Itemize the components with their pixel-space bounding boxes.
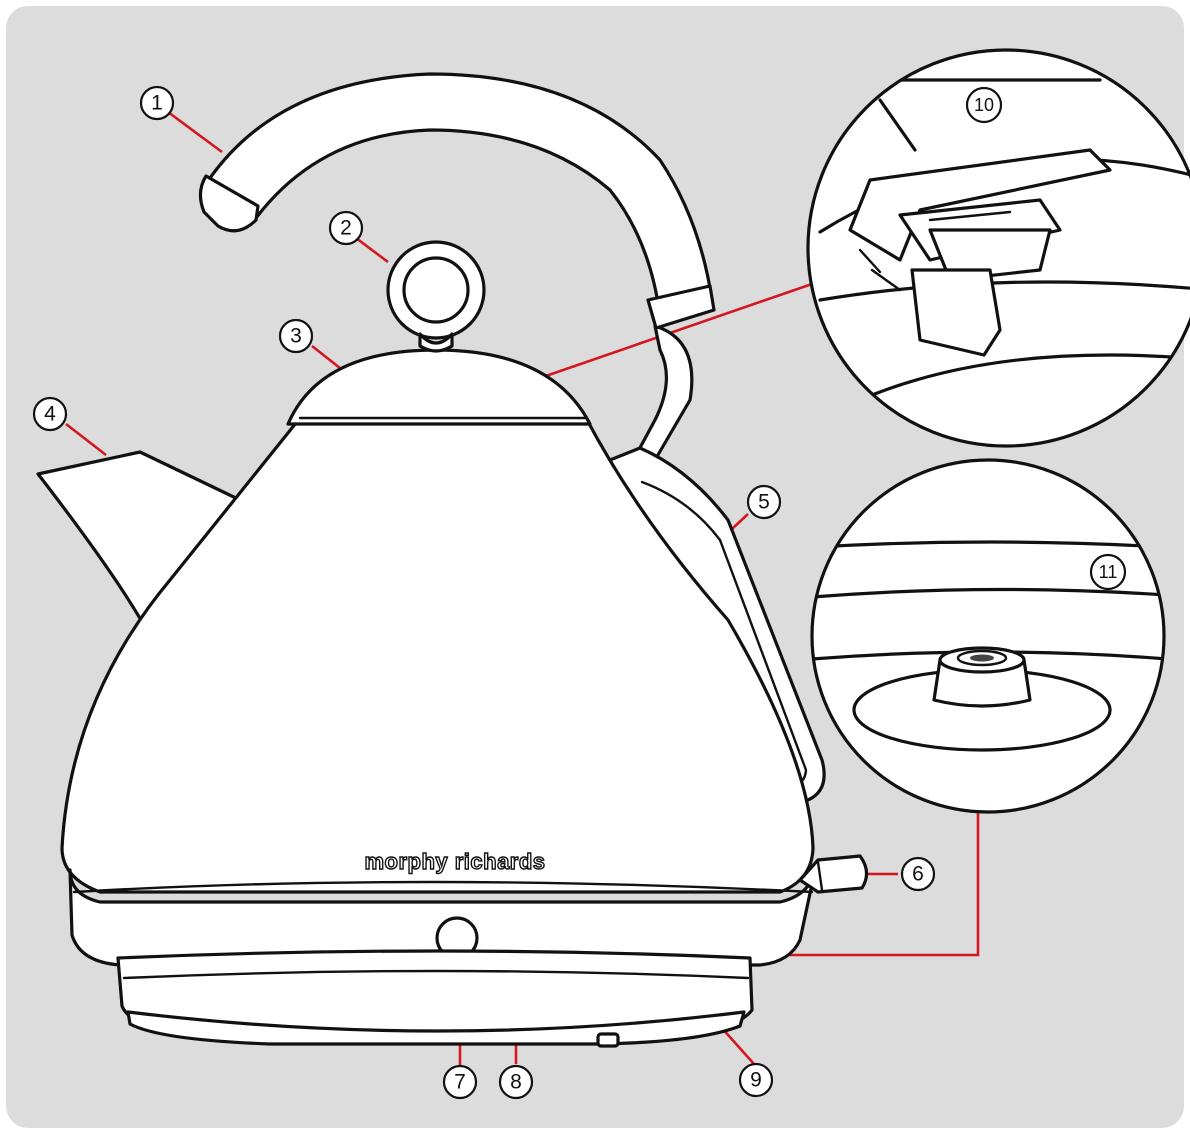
callout-7: 7 [442,1064,478,1100]
base-foot [596,1032,620,1048]
handle-cap [646,284,716,330]
inset-11-circle [810,458,1166,814]
inset-lid-hinge [806,48,1190,448]
svg-text:1: 1 [151,92,163,115]
body [60,416,815,894]
leader-1 [167,110,223,154]
svg-text:8: 8 [510,1071,522,1094]
svg-text:7: 7 [454,1071,466,1094]
kettle: morphy richards [36,72,869,1048]
callout-3: 3 [278,318,314,354]
lid-knob-stem [418,332,454,353]
base-ring-line [122,969,750,980]
inset-base-connector [810,458,1166,814]
svg-text:9: 9 [750,1069,762,1092]
callout-2: 2 [328,210,364,246]
switch-tab [798,854,869,894]
svg-text:2: 2 [340,217,352,240]
callout-1: 1 [139,85,175,121]
callouts: 1 2 3 4 5 6 7 8 9 10 11 [32,85,1127,1100]
svg-text:5: 5 [758,491,770,514]
lid-knob-inner [402,256,470,324]
callout-9: 9 [738,1062,774,1098]
leader-4 [65,422,107,457]
callout-8: 8 [498,1064,534,1100]
callout-4: 4 [32,396,68,432]
brand-logo: morphy richards [364,849,545,874]
lower-band [68,868,817,967]
leader-10 [539,282,813,380]
leader-11 [745,812,980,957]
lower-band-line [72,880,814,894]
svg-text:10: 10 [974,95,994,115]
svg-text:3: 3 [290,325,302,348]
svg-text:4: 4 [44,403,56,426]
callout-11: 11 [1089,553,1127,591]
svg-text:6: 6 [912,863,924,886]
callout-10: 10 [965,86,1003,124]
callout-6: 6 [900,856,936,892]
svg-text:11: 11 [1099,562,1118,582]
leader-2 [355,236,389,264]
switch-tab-detail [816,860,824,892]
handle-tip [198,174,260,233]
base-bottom [126,1010,746,1046]
callout-5: 5 [746,484,782,520]
